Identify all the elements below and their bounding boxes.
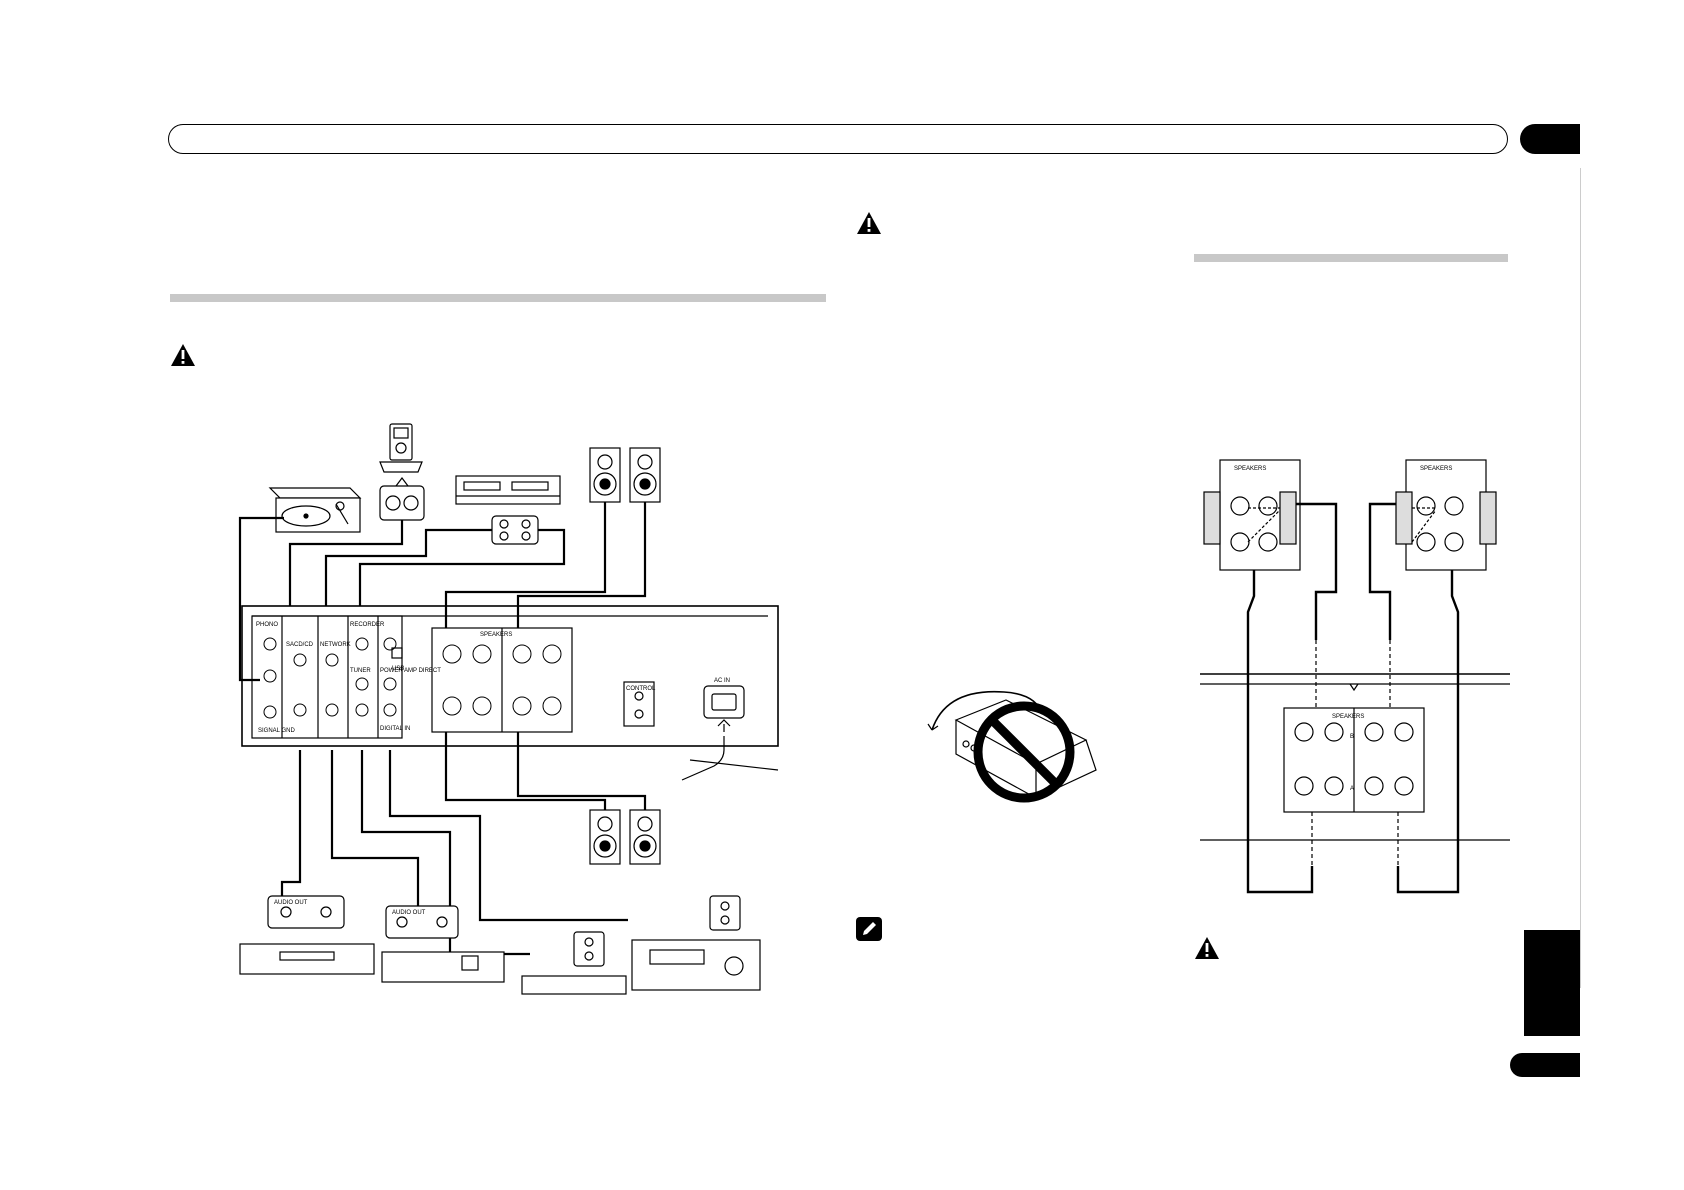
side-index-line xyxy=(1580,168,1581,988)
label-usb: USB xyxy=(392,666,404,672)
sacd-player-icon xyxy=(239,895,375,975)
prohibited-illustration xyxy=(927,690,1097,803)
network-player-icon xyxy=(381,905,505,983)
chapter-tab xyxy=(1520,124,1580,154)
label-audio-out: AUDIO OUT xyxy=(392,910,426,916)
section-rule-right xyxy=(1194,254,1508,262)
ipod-dock-icon xyxy=(379,423,425,521)
label-control: CONTROL xyxy=(626,686,656,692)
speaker-icon xyxy=(629,809,661,865)
label-audio-out: AUDIO OUT xyxy=(274,900,308,906)
label-speakers: SPEAKERS xyxy=(1332,714,1364,720)
prohibited-icon xyxy=(973,701,1075,803)
amplifier-rear-panel xyxy=(241,605,779,747)
caution-triangle-icon xyxy=(857,212,881,234)
cassette-deck-icon xyxy=(455,475,561,545)
label-b: B xyxy=(1350,734,1354,740)
label-speakers: SPEAKERS xyxy=(1234,466,1266,472)
label-digital-in: DIGITAL IN xyxy=(380,726,410,732)
bi-wiring-diagram: SPEAKERS SPEAKERS SPEAKERS B A xyxy=(1200,459,1510,894)
label-sacd-cd: SACD/CD xyxy=(286,642,314,648)
label-speakers: SPEAKERS xyxy=(1420,466,1452,472)
connection-diagram: PHONO SACD/CD NETWORK RECORDER TUNER POW… xyxy=(238,423,779,995)
label-network: NETWORK xyxy=(320,642,351,648)
caution-triangle-icon xyxy=(171,344,195,366)
label-ac-in: AC IN xyxy=(714,678,730,684)
turntable-icon xyxy=(268,487,362,533)
page-number-tab xyxy=(1510,1053,1580,1077)
section-rule-left xyxy=(170,294,826,302)
label-recorder: RECORDER xyxy=(350,622,385,628)
language-tab xyxy=(1524,930,1580,1036)
label-tuner: TUNER xyxy=(350,668,371,674)
speaker-icon xyxy=(629,447,661,503)
label-speakers: SPEAKERS xyxy=(480,632,512,638)
label-signal-gnd: SIGNAL GND xyxy=(258,728,295,734)
speaker-icon xyxy=(589,809,621,865)
label-power-amp-direct: POWER AMP DIRECT xyxy=(380,668,441,674)
header-bar xyxy=(168,124,1508,154)
label-a: A xyxy=(1350,786,1354,792)
av-receiver-icon xyxy=(631,895,761,991)
note-pencil-icon xyxy=(856,917,882,941)
tuner-icon xyxy=(521,931,627,995)
speaker-icon xyxy=(589,447,621,503)
label-phono: PHONO xyxy=(256,622,278,628)
caution-triangle-icon xyxy=(1195,937,1219,959)
